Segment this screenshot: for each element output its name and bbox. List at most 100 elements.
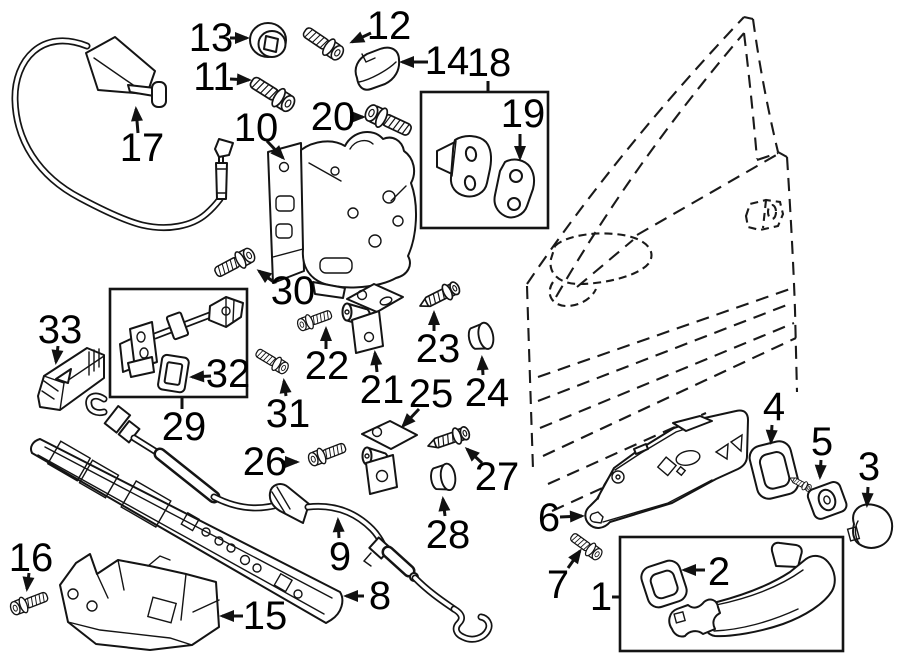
- callout-number: 32: [206, 352, 251, 396]
- callout-6: 6: [538, 496, 585, 540]
- part-17-lock-cable: [11, 36, 234, 231]
- part-14-cover-wedge: [354, 46, 401, 91]
- callout-22: 22: [305, 326, 349, 388]
- callout-number: 20: [311, 95, 356, 139]
- callout-number: 14: [425, 39, 470, 83]
- callout-number: 33: [38, 308, 83, 352]
- callout-11: 11: [193, 55, 252, 99]
- part-33-wedge-block: [37, 347, 105, 411]
- callout-18: 18: [467, 41, 512, 92]
- part-6-handle-carrier: [584, 409, 749, 529]
- callout-arrow: [131, 106, 143, 134]
- callout-4: 4: [763, 385, 785, 445]
- part-24-plug: [465, 320, 497, 354]
- part-26-bolt: [305, 438, 349, 470]
- callout-8: 8: [343, 574, 391, 618]
- callout-arrow: [279, 378, 292, 397]
- callout-number: 12: [367, 4, 412, 48]
- callout-32: 32: [189, 352, 251, 396]
- part-12-screw: [298, 22, 348, 65]
- callout-13: 13: [189, 16, 250, 60]
- part-3-handle-end-cap: [846, 503, 893, 549]
- part-27-screw: [424, 423, 473, 455]
- callout-2: 2: [681, 550, 730, 594]
- callout-16: 16: [9, 536, 53, 592]
- callout-number: 27: [475, 455, 520, 499]
- callout-24: 24: [465, 355, 509, 415]
- callout-number: 13: [189, 16, 234, 60]
- callout-arrow: [559, 510, 585, 523]
- callout-number: 17: [120, 126, 165, 170]
- part-28-plug: [428, 461, 458, 494]
- callout-7: 7: [547, 548, 582, 607]
- callout-25: 25: [400, 372, 454, 429]
- callout-arrow: [814, 459, 827, 480]
- part-19-striker-and-shim: [436, 135, 535, 219]
- part-13-grommet: [249, 22, 287, 58]
- part-9-release-cable: [85, 392, 493, 643]
- callout-12: 12: [349, 4, 412, 48]
- callout-30: 30: [256, 269, 316, 313]
- callout-20: 20: [311, 95, 366, 139]
- callout-arrow: [349, 31, 372, 44]
- part-1-outside-handle: [668, 541, 836, 638]
- callout-arrow: [861, 486, 874, 508]
- callout-arrow: [332, 517, 345, 539]
- callout-14: 14: [399, 39, 470, 83]
- box-handle-group: [618, 535, 845, 653]
- callout-arrow: [51, 345, 64, 365]
- box-checkstrap-group: [108, 287, 249, 399]
- callout-31: 31: [266, 378, 311, 436]
- callout-number: 29: [162, 405, 207, 449]
- part-21-upper-hinge: [341, 283, 404, 354]
- callout-number: 25: [409, 372, 454, 416]
- callout-number: 5: [811, 420, 833, 464]
- callout-21: 21: [360, 350, 404, 412]
- part-4-handle-gasket: [748, 440, 800, 500]
- part-8-carrier-panel: [30, 438, 344, 624]
- part-16-bolt: [7, 587, 51, 619]
- callout-arrow: [400, 407, 421, 429]
- callout-28: 28: [426, 496, 471, 557]
- callout-number: 30: [271, 269, 316, 313]
- part-2-gasket: [640, 559, 688, 609]
- callout-number: 26: [243, 440, 288, 484]
- callout-33: 33: [38, 308, 83, 365]
- callout-1: 1: [590, 575, 620, 619]
- door-handle-cutout: [744, 198, 785, 232]
- callout-number: 10: [234, 106, 279, 150]
- callout-arrow: [189, 370, 212, 383]
- part-25-lower-hinge: [361, 420, 418, 495]
- part-7-bolt: [567, 529, 606, 564]
- callout-19: 19: [501, 92, 545, 161]
- callout-number: 3: [858, 445, 880, 489]
- part-32-seal: [157, 353, 190, 394]
- callout-17: 17: [120, 106, 165, 170]
- callout-5: 5: [811, 420, 833, 480]
- callout-9: 9: [329, 517, 351, 579]
- callout-number: 11: [193, 55, 235, 99]
- callout-arrow: [22, 572, 35, 592]
- callout-number: 15: [243, 594, 288, 638]
- callout-number: 31: [266, 392, 311, 436]
- callout-3: 3: [858, 445, 880, 508]
- callout-number: 1: [590, 575, 612, 619]
- callout-arrow: [229, 73, 252, 86]
- part-15-bracket: [59, 553, 220, 651]
- callout-number: 18: [467, 41, 512, 85]
- part-5-lock-cylinder: [787, 473, 848, 520]
- door-outline: [525, 15, 799, 512]
- callout-27: 27: [464, 446, 520, 499]
- callout-number: 2: [708, 550, 730, 594]
- part-23-screw: [415, 278, 464, 315]
- callout-26: 26: [243, 440, 300, 484]
- group-boxes: [108, 90, 845, 653]
- callout-number: 4: [763, 385, 785, 429]
- mirror-mount-patch: [548, 232, 653, 308]
- callout-number: 6: [538, 496, 560, 540]
- callout-number: 28: [426, 513, 471, 557]
- box-striker-group: [419, 90, 550, 230]
- part-30-bolt: [211, 244, 259, 282]
